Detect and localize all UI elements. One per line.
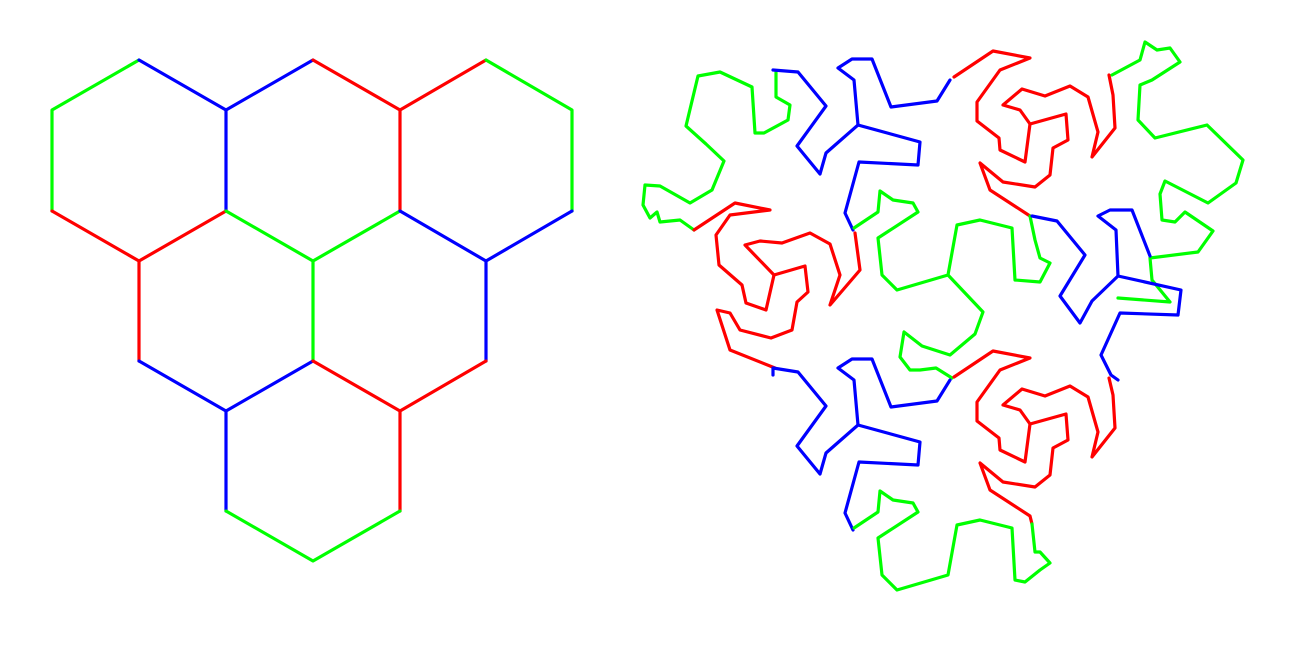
curve-segment <box>1001 73 1117 159</box>
curve-segment <box>1110 40 1245 304</box>
hex-edge <box>224 209 315 263</box>
hex-edge <box>50 209 141 263</box>
curve-segment <box>771 366 922 532</box>
hex-edge <box>311 359 402 413</box>
hex-edge <box>224 509 402 563</box>
curve-segment <box>952 349 1070 526</box>
hex-edge <box>398 359 488 413</box>
hex-edge <box>137 58 228 112</box>
curve-segment <box>836 57 952 127</box>
hex-edge <box>224 58 315 112</box>
curve-segment <box>852 489 1052 592</box>
curve-segment <box>1096 208 1152 278</box>
hexagon-tiling-figure <box>50 58 574 563</box>
hex-edge <box>398 209 488 263</box>
hex-edge <box>50 58 141 213</box>
hex-edge <box>484 209 574 263</box>
hex-edge <box>224 359 315 413</box>
fractal-curve-figure <box>641 40 1245 592</box>
curve-segment <box>771 68 922 232</box>
hex-edge <box>398 58 488 112</box>
hex-edge <box>137 359 228 413</box>
curve-segment <box>743 231 862 307</box>
curve-segment <box>898 273 985 380</box>
hex-edge <box>311 58 402 112</box>
curve-segment <box>692 201 810 370</box>
hex-edge <box>137 209 228 263</box>
hex-edge <box>311 209 402 263</box>
hex-edge <box>484 58 574 213</box>
curve-segment <box>641 70 792 232</box>
curve-segment <box>1001 376 1117 459</box>
curve-segment <box>836 357 952 427</box>
